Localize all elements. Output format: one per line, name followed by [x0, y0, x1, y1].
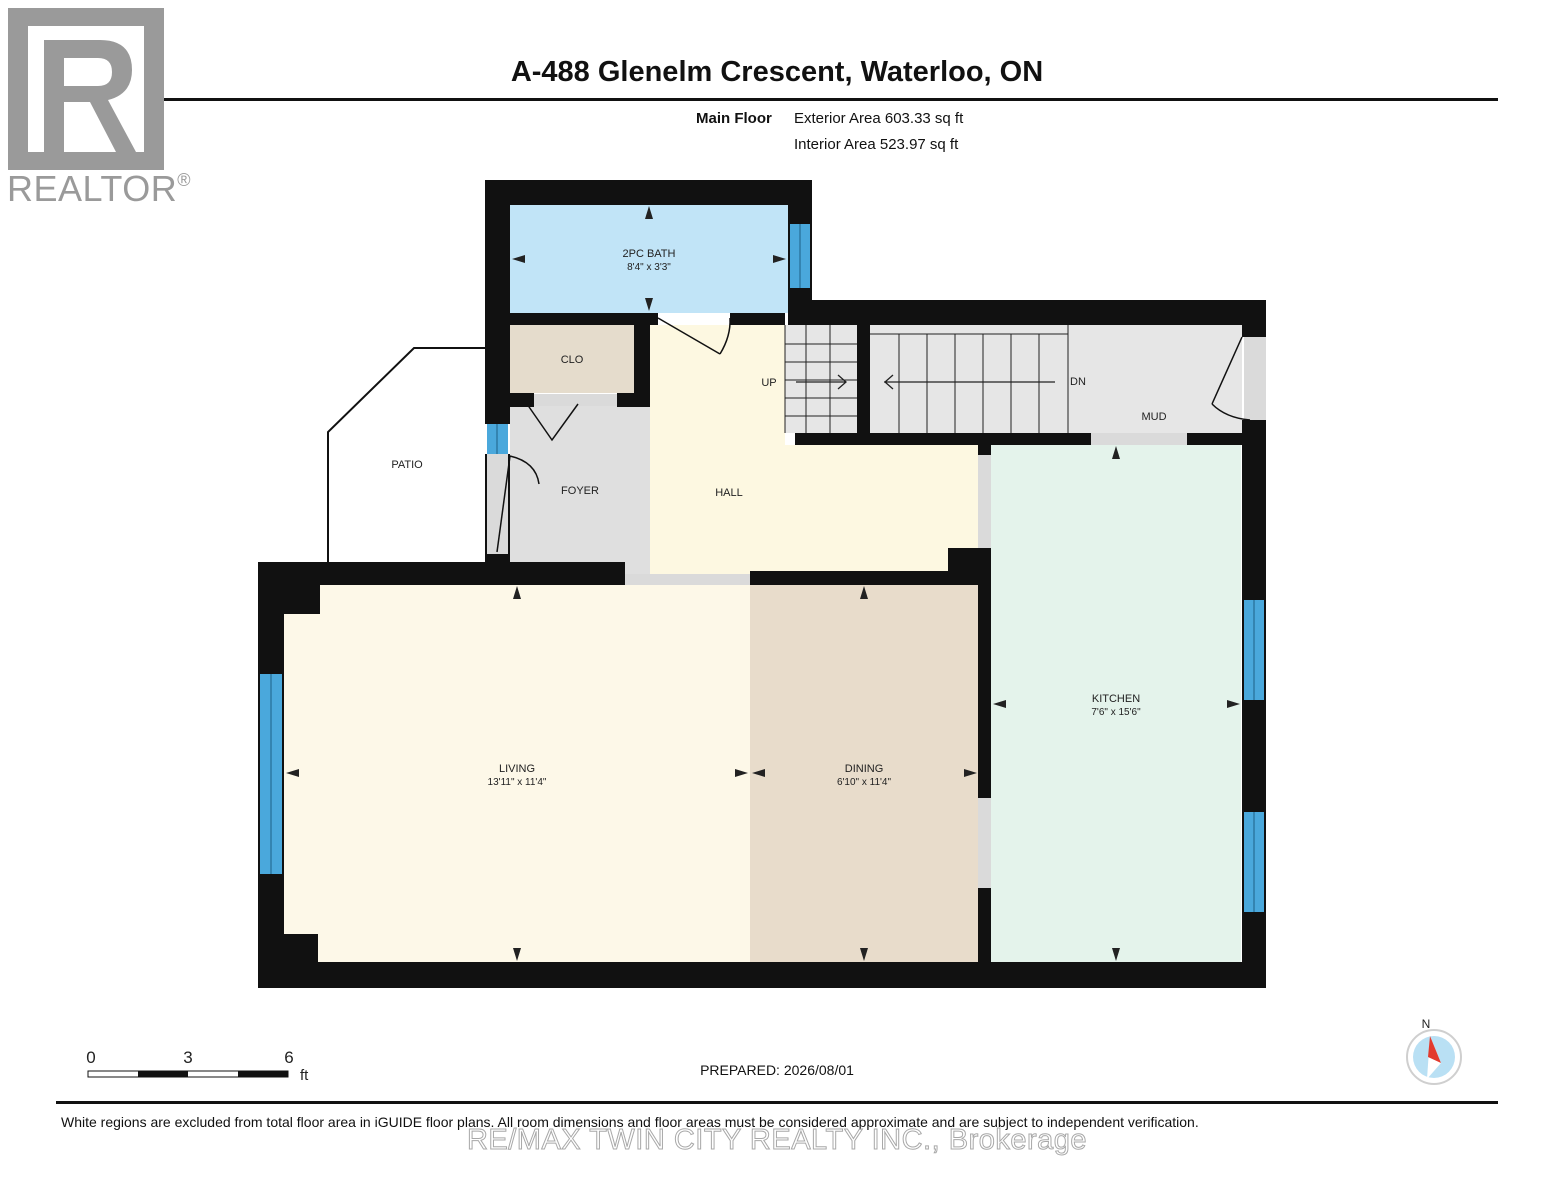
room-dining	[750, 585, 978, 962]
room-clo	[510, 325, 634, 393]
scale-tick-6: 6	[284, 1048, 293, 1067]
stairs-down-label: DN	[1070, 376, 1086, 388]
registered-mark: ®	[177, 170, 191, 190]
scale-tick-0: 0	[86, 1048, 95, 1067]
compass-north-label: N	[1422, 1017, 1431, 1031]
compass-icon	[1406, 1029, 1462, 1085]
openings	[487, 337, 1266, 888]
page-title: A-488 Glenelm Crescent, Waterloo, ON	[510, 56, 1044, 88]
doors	[496, 317, 1251, 553]
dining-dims: 6'10" x 11'4"	[837, 777, 892, 788]
footer-divider	[56, 1101, 1498, 1104]
stair-arrows	[796, 374, 1055, 390]
mud-label: MUD	[1141, 411, 1166, 423]
kitchen-label: KITCHEN	[1092, 693, 1140, 705]
windows	[260, 224, 1264, 912]
dimension-arrows	[286, 206, 1240, 961]
clo-label: CLO	[561, 354, 584, 366]
room-kitchen	[991, 445, 1241, 962]
realtor-wordmark-text: REALTOR	[7, 168, 178, 209]
dining-label: DINING	[845, 763, 884, 775]
hall-label: HALL	[715, 487, 743, 499]
stairs-down-fill	[870, 325, 1068, 433]
patio-outline	[327, 347, 486, 562]
brokerage-watermark: RE/MAX TWIN CITY REALTY INC., Brokerage	[466, 1124, 1088, 1157]
realtor-logo-icon	[8, 8, 164, 170]
patio-label: PATIO	[391, 459, 423, 471]
disclaimer: White regions are excluded from total fl…	[61, 1114, 1199, 1130]
stair-treads	[784, 325, 1069, 433]
foyer-label: FOYER	[561, 485, 599, 497]
walls	[258, 180, 1266, 988]
kitchen-dims: 7'6" x 15'6"	[1091, 707, 1141, 718]
scale-tick-3: 3	[183, 1048, 192, 1067]
exterior-area: Exterior Area 603.33 sq ft	[794, 110, 964, 127]
room-foyer	[510, 406, 650, 574]
scale-unit: ft	[300, 1067, 309, 1084]
header-divider	[56, 98, 1498, 101]
bath-label: 2PC BATH	[623, 248, 676, 260]
interior-area: Interior Area 523.97 sq ft	[794, 136, 959, 153]
prepared-date: PREPARED: 2026/08/01	[700, 1062, 854, 1078]
living-dims: 13'11" x 11'4"	[488, 777, 547, 788]
realtor-wordmark: REALTOR®	[7, 168, 191, 210]
room-living	[284, 585, 750, 962]
scale-bar	[87, 1070, 289, 1078]
floor-name: Main Floor	[696, 110, 772, 127]
room-mud	[1068, 325, 1242, 433]
stairs-up-label: UP	[761, 377, 776, 389]
stairs-up-fill	[785, 325, 857, 433]
bath-dims: 8'4" x 3'3"	[627, 262, 671, 273]
living-label: LIVING	[499, 763, 535, 775]
room-hall	[650, 325, 978, 574]
room-bath	[510, 205, 788, 313]
